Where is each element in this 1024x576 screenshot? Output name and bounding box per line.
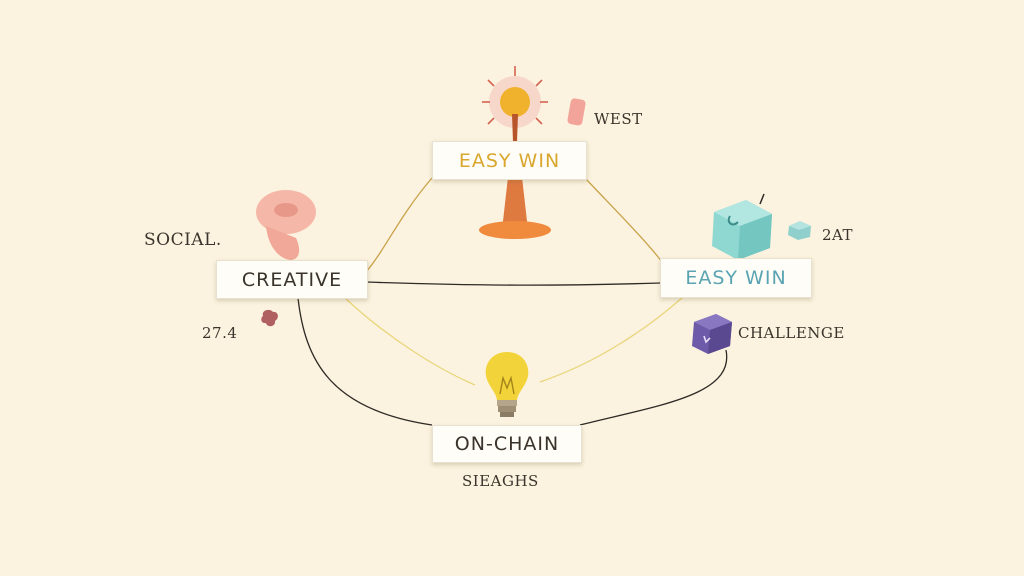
node-right-label: EASY WIN	[685, 267, 787, 289]
link-right-bulb	[539, 296, 684, 383]
link-left-right	[365, 281, 661, 286]
label-2at: 2AT	[822, 226, 854, 244]
lightbulb-icon	[485, 352, 529, 417]
eraser-icon	[567, 98, 586, 126]
node-left-label: CREATIVE	[241, 268, 343, 291]
teal-cube-icon	[712, 193, 772, 260]
label-sieaghs: SIEAGHS	[462, 472, 539, 490]
purple-cube-icon	[692, 314, 732, 354]
link-left-bulb	[344, 297, 476, 386]
node-right-easy-win[interactable]: EASY WIN	[660, 258, 812, 298]
label-social: SOCIAL.	[144, 230, 222, 250]
node-bottom-label: ON-CHAIN	[454, 433, 560, 455]
maroon-blob-icon	[261, 309, 278, 327]
node-left-creative[interactable]: CREATIVE	[216, 260, 368, 299]
link-bottom-challenge	[579, 349, 728, 426]
label-27-4: 27.4	[202, 324, 238, 342]
label-challenge: CHALLENGE	[738, 324, 845, 342]
node-top-easy-win[interactable]: EASY WIN	[432, 141, 587, 180]
sun-tower-icon	[479, 66, 551, 239]
label-west: WEST	[594, 110, 643, 128]
pink-pedestal-icon	[256, 190, 316, 260]
node-top-label: EASY WIN	[458, 149, 561, 172]
link-top-left	[365, 177, 433, 273]
link-left-bottom	[297, 297, 433, 426]
node-bottom-on-chain[interactable]: ON-CHAIN	[432, 425, 582, 463]
link-top-right	[584, 177, 666, 267]
small-teal-cube-icon	[788, 221, 811, 240]
